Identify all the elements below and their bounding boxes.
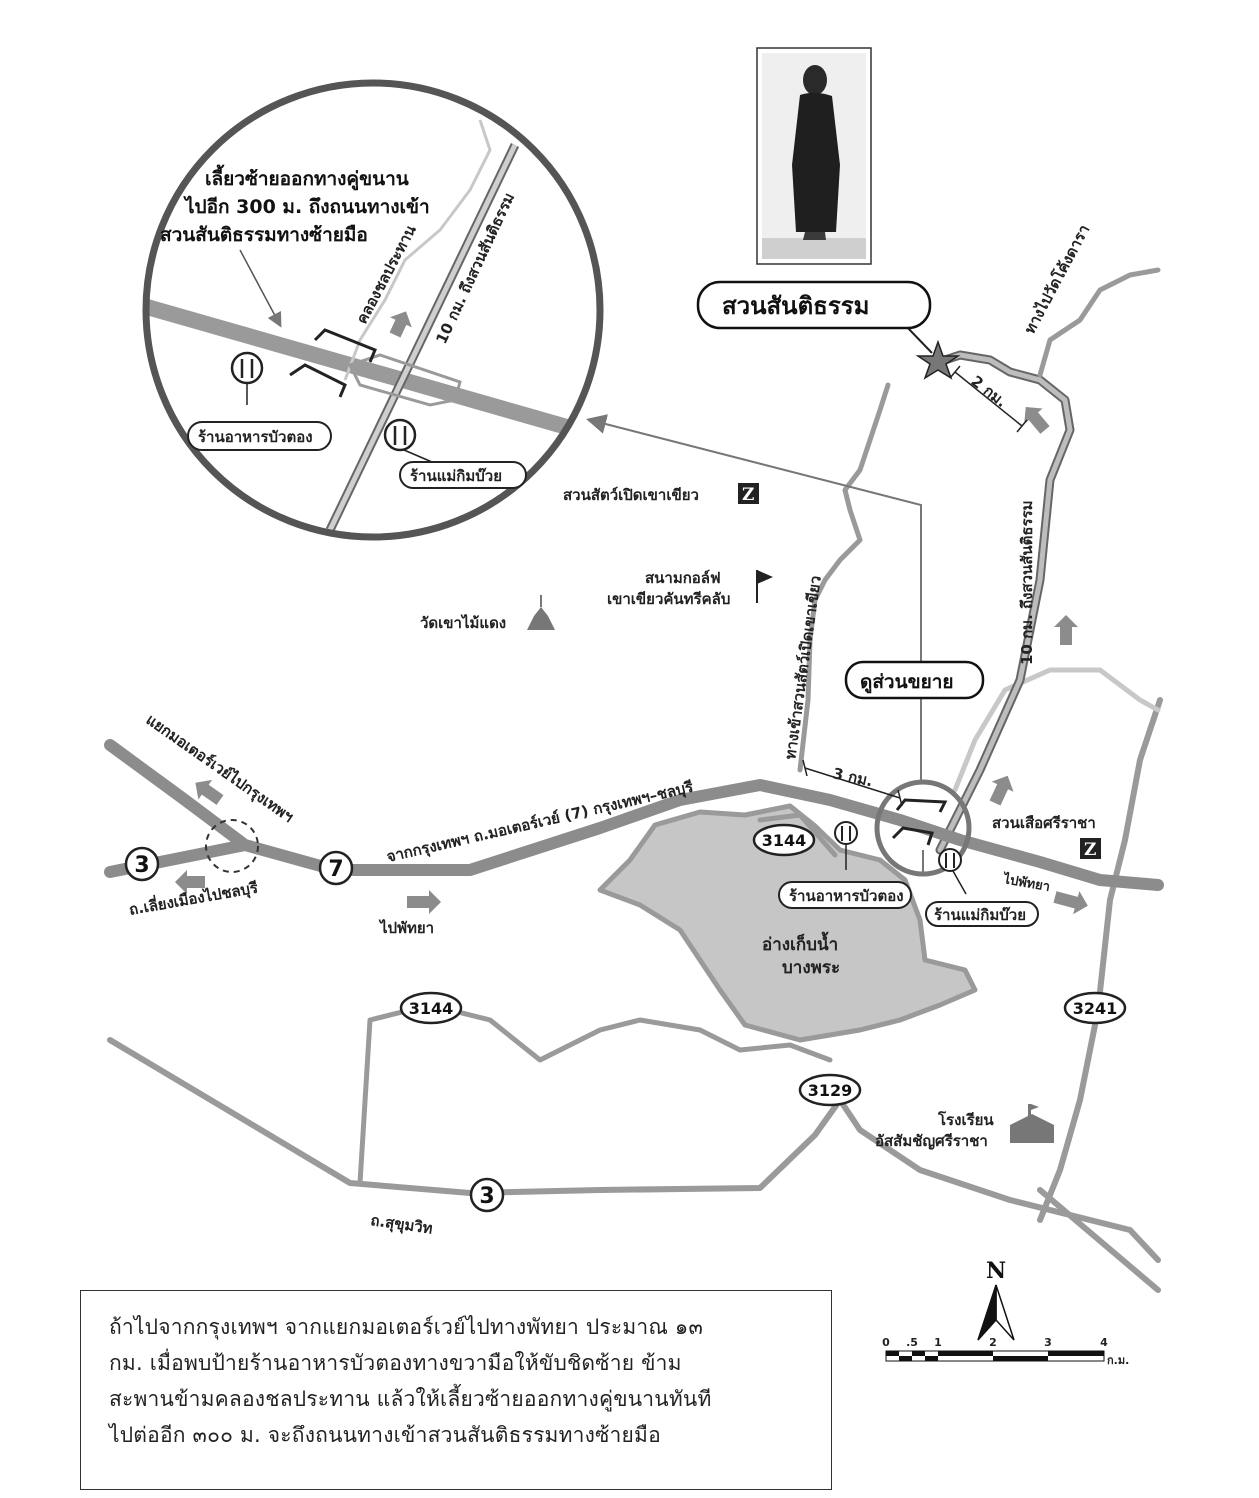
label-tiger-zoo: สวนเสือศรีราชา [992,814,1096,832]
directions-line: กม. เมื่อพบป้ายร้านอาหารบัวตองทางขวามือใ… [109,1351,682,1375]
road-bottom-right [1037,1187,1161,1293]
motorway-7 [104,739,1164,891]
shield-3-south: 3 [469,1177,505,1213]
inset-note-line3: สวนสันติธรรมทางซ้ายมือ [160,224,368,246]
road-sukhumvit [107,1037,1161,1263]
arrow-to-bangkok [195,779,224,805]
svg-text:ร้านแม่กิมบ๊วย: ร้านแม่กิมบ๊วย [410,467,502,485]
label-khao-kheow-zoo: สวนสัตว์เปิดเขาเขียว [563,486,699,504]
svg-text:0: 0 [882,1336,890,1349]
svg-text:ร้านอาหารบัวตอง: ร้านอาหารบัวตอง [789,887,904,905]
shield-3144-lower: 3144 [399,991,463,1025]
label-reservoir-line2: บางพระ [782,958,840,978]
inset-label-mae-kim: ร้านแม่กิมบ๊วย [399,461,527,489]
school-icon [1010,1104,1054,1143]
compass-north-arrow: N [977,1258,1015,1341]
svg-text:3129: 3129 [808,1081,853,1100]
shield-3144-upper: 3144 [752,823,816,857]
fork-knife-icon [834,821,858,870]
reservoir-bang-phra [597,803,978,1043]
golf-flag-icon [756,570,773,603]
arrow-to-santi-tham [1024,407,1050,434]
directions-box: ถ้าไปจากกรุงเทพฯ จากแยกมอเตอร์เวย์ไปทางพ… [80,1290,832,1490]
santi-tham-title: สวนสันติธรรม [722,292,869,320]
label-2km: 2 กม. [968,372,1011,411]
label-sukhumvit: ถ.สุขุมวิท [369,1211,434,1239]
shield-7: 7 [318,850,354,886]
zoom-label-callout[interactable]: ดูส่วนขยาย [844,660,985,700]
label-golf-line1: สนามกอล์ฟ [645,569,721,587]
svg-text:3: 3 [1044,1336,1052,1349]
fork-knife-icon [938,848,967,895]
road-3241 [1037,697,1163,1223]
label-road-10km: 10 กม. ถึงสวนสันติธรรม [1018,500,1036,665]
shield-3241: 3241 [1063,991,1127,1025]
svg-text:.5: .5 [906,1336,918,1349]
fork-knife-icon [383,418,433,463]
svg-text:3: 3 [134,853,149,878]
svg-text:1: 1 [934,1336,942,1349]
inset-note-line1: เลี้ยวซ้ายออกทางคู่ขนาน [205,164,409,191]
svg-text:2: 2 [989,1336,997,1349]
road-northeast-light [952,667,1161,793]
label-golf-line2: เขาเขียวคันทรีคลับ [607,590,730,608]
svg-text:3144: 3144 [409,999,454,1018]
shield-3129: 3129 [798,1073,862,1107]
road-3144-upper [757,812,838,858]
road-3144-lower [357,1002,833,1186]
inset-note-line2: ไปอีก 300 ม. ถึงถนนทางเข้า [183,195,430,218]
zoo-icon: Z [738,483,759,505]
arrow-north-1 [1054,615,1078,645]
arrow-to-pattaya [407,890,441,914]
fork-knife-icon [230,351,264,405]
label-to-pattaya-small: ไปพัทยา [1000,870,1051,895]
statue-photo [756,47,872,265]
svg-text:3241: 3241 [1073,999,1118,1018]
label-restaurant-mae-kim: ร้านแม่กิมบ๊วย [925,901,1039,927]
zoom-label: ดูส่วนขยาย [860,671,954,694]
label-wat-khao-mai-daeng: วัดเขาไม้แดง [420,613,506,632]
svg-text:ร้านอาหารบัวตอง: ร้านอาหารบัวตอง [198,428,313,446]
arrow-to-pattaya-right [1053,891,1088,915]
svg-text:4: 4 [1100,1336,1108,1349]
svg-text:Z: Z [742,485,754,505]
svg-text:ร้านแม่กิมบ๊วย: ร้านแม่กิมบ๊วย [934,906,1026,924]
svg-text:3: 3 [479,1184,494,1209]
santi-tham-title-callout: สวนสันติธรรม [696,280,932,330]
label-motorway-junction: แยกมอเตอร์เวย์ไปกรุงเทพฯ [142,710,297,827]
arrow-to-chonburi [175,870,205,894]
directions-line: สะพานข้ามคลองชลประทาน แล้วให้เลี้ยวซ้ายอ… [109,1387,712,1411]
tiger-zoo-icon: Z [1080,838,1101,860]
directions-line: ถ้าไปจากกรุงเทพฯ จากแยกมอเตอร์เวย์ไปทางพ… [109,1315,703,1339]
svg-text:ก.ม.: ก.ม. [1107,1354,1129,1367]
junction-circle [205,819,259,873]
temple-icon [527,595,555,630]
inset-map: เลี้ยวซ้ายออกทางคู่ขนาน ไปอีก 300 ม. ถึง… [142,79,604,541]
compass-north-label: N [986,1258,1006,1284]
scale-bar: 0 .5 1 2 3 4 ก.ม. [882,1336,1129,1367]
label-to-pattaya: ไปพัทยา [378,918,434,937]
star-marker-santi-tham [915,339,961,380]
svg-text:7: 7 [328,857,343,882]
shield-3-west: 3 [124,846,160,882]
label-school-line2: อัสสัมชัญศรีราชา [875,1132,988,1150]
road-wat-khung-dara [1037,267,1161,378]
label-school-line1: โรงเรียน [937,1110,994,1129]
directions-line: ไปต่ออีก ๓๐๐ ม. จะถึงถนนทางเข้าสวนสันติธ… [109,1423,661,1447]
svg-text:3144: 3144 [762,831,807,850]
label-restaurant-buatong: ร้านอาหารบัวตอง [778,881,912,909]
arrow-north-2 [989,775,1014,806]
label-3km: 3 กม. [831,764,874,790]
label-reservoir-line1: อ่างเก็บน้ำ [762,931,838,955]
svg-text:Z: Z [1084,840,1096,860]
road-zoo-entrance [797,382,891,773]
inset-label-buatong: ร้านอาหารบัวตอง [187,421,332,451]
